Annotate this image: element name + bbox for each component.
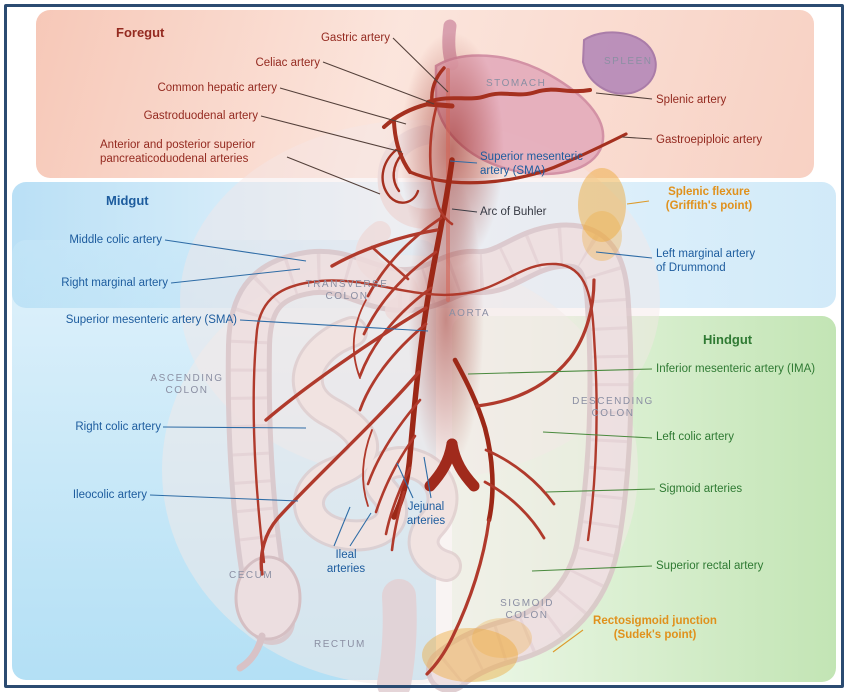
label-celiac-artery: Celiac artery bbox=[255, 57, 320, 69]
label-left-marginal-artery: Left marginal artery of Drummond bbox=[656, 248, 756, 275]
label-sma-left: Superior mesenteric artery (SMA) bbox=[65, 314, 237, 326]
ima-arteries bbox=[425, 278, 596, 676]
hindgut-region-label: Hindgut bbox=[703, 332, 753, 347]
label-middle-colic-artery: Middle colic artery bbox=[69, 234, 162, 246]
label-sigmoid-arteries: Sigmoid arteries bbox=[659, 483, 743, 495]
leader-lines-foregut bbox=[260, 37, 653, 195]
label-left-colic-artery: Left colic artery bbox=[656, 431, 734, 443]
label-spleen: SPLEEN bbox=[604, 56, 653, 67]
label-ascending-colon: ASCENDING COLON bbox=[150, 373, 224, 397]
splenic-flexure-highlight bbox=[578, 168, 626, 261]
label-splenic-artery: Splenic artery bbox=[656, 94, 727, 106]
leader-lines-watershed bbox=[552, 200, 650, 653]
label-aorta: AORTA bbox=[449, 308, 491, 319]
label-right-marginal-artery: Right marginal artery bbox=[61, 277, 168, 289]
label-cecum: CECUM bbox=[229, 570, 274, 581]
label-pancreaticoduodenal-arteries: Anterior and posterior superior pancreat… bbox=[100, 139, 256, 166]
appendix-shape bbox=[236, 632, 266, 672]
label-superior-rectal-artery: Superior rectal artery bbox=[656, 560, 764, 572]
foregut-region-label: Foregut bbox=[116, 25, 165, 40]
label-inferior-mesenteric-artery: Inferior mesenteric artery (IMA) bbox=[656, 363, 816, 375]
label-sigmoid-colon: SIGMOID COLON bbox=[500, 598, 554, 622]
label-jejunal-arteries: Jejunal arteries bbox=[406, 501, 446, 528]
label-common-hepatic-artery: Common hepatic artery bbox=[157, 82, 277, 94]
label-sma-center: Superior mesenteric artery (SMA) bbox=[480, 151, 583, 178]
midgut-region-label: Midgut bbox=[106, 193, 149, 208]
label-gastroduodenal-artery: Gastroduodenal artery bbox=[143, 110, 258, 122]
label-rectum: RECTUM bbox=[314, 639, 366, 650]
label-transverse-colon: TRANSVERSE COLON bbox=[305, 279, 389, 303]
leader-lines-midgut bbox=[149, 160, 653, 547]
rectosigmoid-highlight bbox=[422, 618, 532, 682]
label-descending-colon: DESCENDING COLON bbox=[572, 396, 654, 420]
leader-lines-hindgut bbox=[467, 368, 656, 572]
leader-line-arc-of-buhler bbox=[451, 208, 478, 213]
rectum-shape bbox=[377, 579, 417, 692]
label-stomach: STOMACH bbox=[486, 78, 547, 89]
cecum-shape bbox=[234, 555, 302, 641]
sma-arteries bbox=[259, 106, 455, 576]
marginal-artery bbox=[252, 262, 598, 564]
label-right-colic-artery: Right colic artery bbox=[75, 421, 161, 433]
spleen-shape bbox=[581, 31, 657, 95]
small-intestine-shape bbox=[291, 221, 462, 582]
label-splenic-flexure: Splenic flexure (Griffith's point) bbox=[665, 186, 753, 213]
label-ileal-arteries: Ileal arteries bbox=[326, 549, 366, 576]
label-gastric-artery: Gastric artery bbox=[320, 32, 390, 44]
label-gastroepiploic-artery: Gastroepiploic artery bbox=[656, 134, 763, 146]
label-arc-of-buhler: Arc of Buhler bbox=[480, 206, 547, 218]
label-ileocolic-artery: Ileocolic artery bbox=[72, 489, 147, 501]
label-rectosigmoid-junction: Rectosigmoid junction (Sudek's point) bbox=[593, 615, 717, 642]
celiac-arteries bbox=[381, 66, 628, 204]
